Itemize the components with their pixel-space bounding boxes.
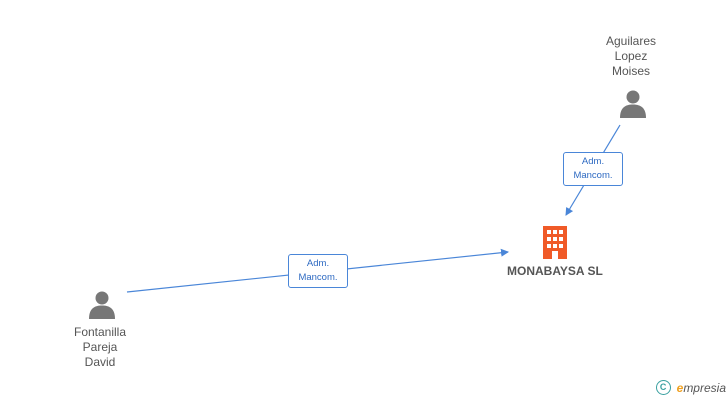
brand-logo: empresia: [677, 381, 726, 395]
person-name-line: Pareja: [82, 340, 118, 354]
person-icon[interactable]: [618, 88, 648, 118]
person-label-fontanilla[interactable]: Fontanilla Pareja David: [50, 325, 150, 370]
person-name-line: Fontanilla: [73, 325, 127, 339]
relation-role-type: Mancom.: [298, 272, 338, 283]
brand-name-rest: mpresia: [683, 380, 726, 395]
relation-role-type: Mancom.: [573, 170, 613, 181]
building-icon[interactable]: [540, 225, 570, 259]
person-icon[interactable]: [87, 289, 117, 319]
person-name-line: Moises: [611, 64, 650, 78]
copyright-icon: C: [655, 380, 671, 395]
person-name-line: Aguilares: [605, 34, 657, 48]
person-name-line: David: [84, 355, 116, 369]
footer-brand: C empresia: [655, 380, 726, 395]
relation-role: Adm.: [306, 258, 330, 269]
person-label-aguilares[interactable]: Aguilares Lopez Moises: [581, 34, 681, 79]
relation-role: Adm.: [581, 156, 605, 167]
relation-label-aguilares: Adm. Mancom.: [563, 152, 623, 186]
brand-initial: e: [676, 380, 684, 395]
relation-label-fontanilla: Adm. Mancom.: [288, 254, 348, 288]
company-name[interactable]: MONABAYSA SL: [507, 264, 603, 278]
person-name-line: Lopez: [614, 49, 648, 63]
